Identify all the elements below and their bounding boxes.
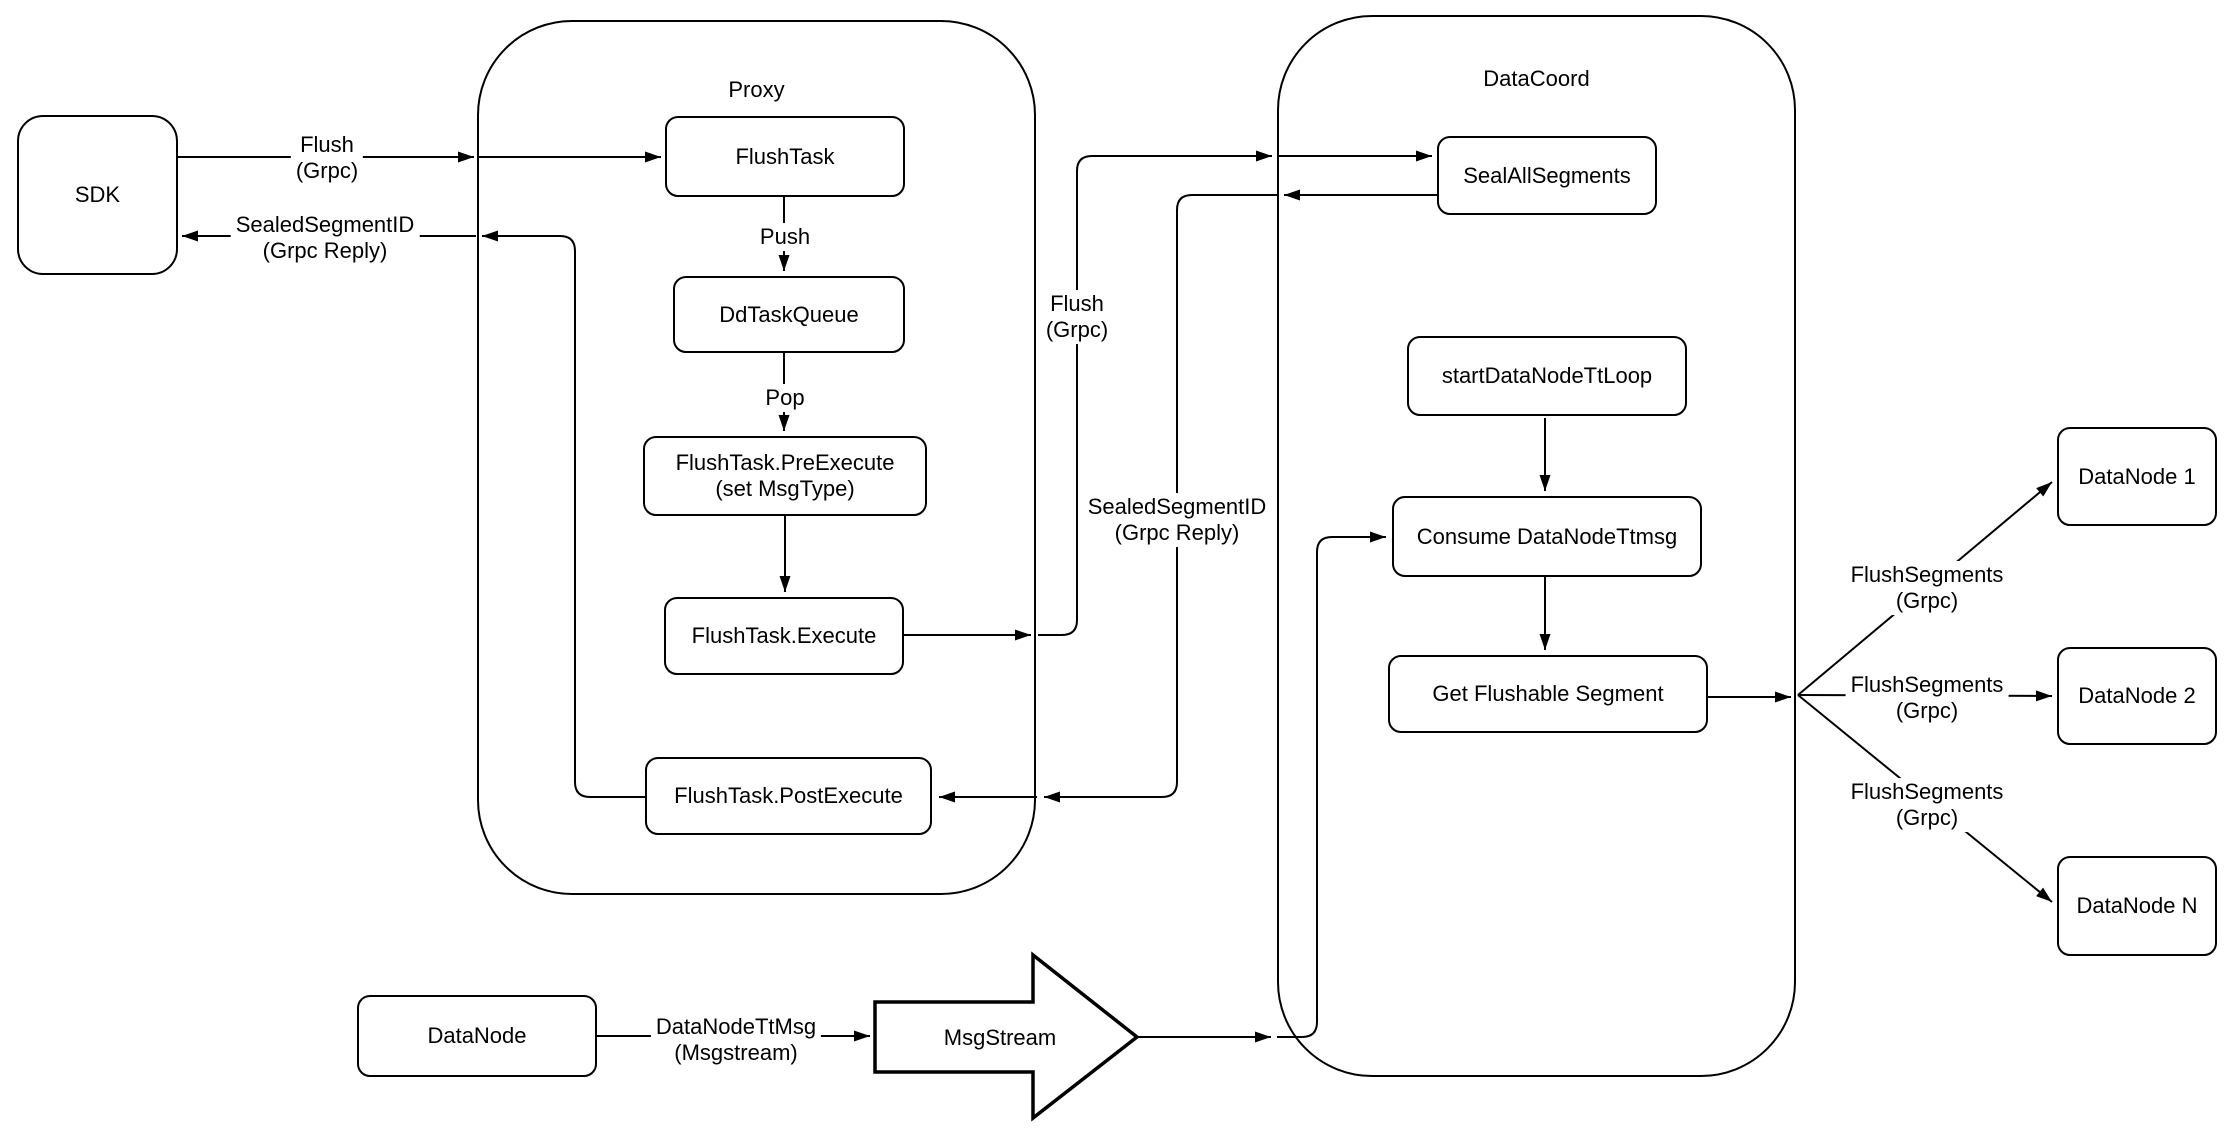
edge-label-datanodettmsg: DataNodeTtMsg (Msgstream): [650, 1013, 822, 1067]
edge-label-push: Push: [754, 223, 816, 251]
msgstream-shape: [873, 951, 1140, 1122]
node-flushtask-label: FlushTask: [735, 143, 835, 169]
node-ddtaskqueue: DdTaskQueue: [673, 276, 905, 353]
edge-label-flush-datacoord-line2: (Grpc): [1045, 317, 1109, 342]
node-datanode2-label: DataNode 2: [2078, 683, 2196, 709]
edge-label-flush-sdk-line2: (Grpc): [295, 158, 359, 183]
node-datanode1-label: DataNode 1: [2078, 463, 2196, 489]
edge-label-flush-datacoord: Flush (Grpc): [1040, 290, 1114, 344]
node-execute-label: FlushTask.Execute: [691, 623, 877, 649]
msgstream-shape-label: MsgStream: [943, 1025, 1057, 1050]
edge-label-flushsegments-n-line2: (Grpc): [1895, 805, 1959, 830]
edge-label-flush-sdk-line1: Flush: [300, 132, 354, 158]
node-getflushablesegment: Get Flushable Segment: [1388, 655, 1708, 733]
edge-label-sealed-sdk-line2: (Grpc Reply): [262, 238, 388, 263]
node-preexecute-label-line2: (set MsgType): [715, 476, 855, 501]
edge-label-datanodettmsg-line1: DataNodeTtMsg: [655, 1014, 817, 1040]
node-startdatanodettloop: startDataNodeTtLoop: [1407, 336, 1687, 416]
node-sdk: SDK: [17, 115, 178, 275]
edge-label-flushsegments-2: FlushSegments (Grpc): [1845, 671, 2009, 725]
node-getflushablesegment-label: Get Flushable Segment: [1432, 681, 1664, 707]
edge-msgstream-consume: [1277, 531, 1386, 1038]
node-datanode1: DataNode 1: [2057, 427, 2217, 526]
node-postexecute: FlushTask.PostExecute: [645, 757, 932, 835]
edge-label-sealed-datacoord-line1: SealedSegmentID: [1087, 494, 1267, 520]
edge-label-flushsegments-1-line2: (Grpc): [1895, 588, 1959, 613]
edge-label-push-text: Push: [759, 224, 811, 250]
edge-postexecute-sdk-inner: [482, 230, 645, 798]
datacoord-title: DataCoord: [1483, 66, 1590, 91]
proxy-title: Proxy: [728, 77, 785, 102]
edge-label-flushsegments-2-line2: (Grpc): [1895, 698, 1959, 723]
edge-label-flushsegments-n-line1: FlushSegments: [1850, 779, 2004, 805]
edge-label-flush-datacoord-line1: Flush: [1050, 291, 1104, 317]
edge-label-sealed-sdk: SealedSegmentID (Grpc Reply): [230, 211, 420, 265]
edge-flush-up-over: [1038, 150, 1272, 636]
node-consumedatanodettmsg: Consume DataNodeTtmsg: [1392, 496, 1702, 577]
node-sealallsegments-label: SealAllSegments: [1463, 162, 1631, 188]
node-datanode-bottom-label: DataNode: [427, 1023, 527, 1049]
edge-label-sealed-sdk-line1: SealedSegmentID: [235, 212, 415, 238]
node-datanode2: DataNode 2: [2057, 647, 2217, 745]
edge-label-flushsegments-1-line1: FlushSegments: [1850, 562, 2004, 588]
node-execute: FlushTask.Execute: [664, 597, 904, 675]
node-postexecute-label: FlushTask.PostExecute: [674, 783, 903, 809]
edge-label-flush-sdk: Flush (Grpc): [290, 131, 364, 185]
node-datanode-bottom: DataNode: [357, 995, 597, 1077]
node-preexecute-label-line1: FlushTask.PreExecute: [675, 450, 895, 476]
node-flushtask: FlushTask: [665, 116, 905, 197]
edge-label-pop: Pop: [760, 384, 810, 412]
edge-label-flushsegments-2-line1: FlushSegments: [1850, 672, 2004, 698]
edge-label-datanodettmsg-line2: (Msgstream): [674, 1040, 798, 1065]
edge-label-sealed-datacoord: SealedSegmentID (Grpc Reply): [1082, 493, 1272, 547]
edge-label-pop-text: Pop: [765, 385, 805, 411]
node-consumedatanodettmsg-label: Consume DataNodeTtmsg: [1416, 523, 1678, 549]
edge-label-flushsegments-n: FlushSegments (Grpc): [1845, 778, 2009, 832]
node-sdk-label: SDK: [74, 182, 121, 208]
edge-label-flushsegments-1: FlushSegments (Grpc): [1845, 561, 2009, 615]
edge-label-sealed-datacoord-line2: (Grpc Reply): [1114, 520, 1240, 545]
node-datanoden-label: DataNode N: [2076, 893, 2198, 919]
node-datanoden: DataNode N: [2057, 856, 2217, 956]
node-ddtaskqueue-label: DdTaskQueue: [719, 301, 859, 327]
node-preexecute: FlushTask.PreExecute (set MsgType): [643, 436, 927, 516]
node-sealallsegments: SealAllSegments: [1437, 136, 1657, 215]
node-startdatanodettloop-label: startDataNodeTtLoop: [1441, 363, 1653, 389]
